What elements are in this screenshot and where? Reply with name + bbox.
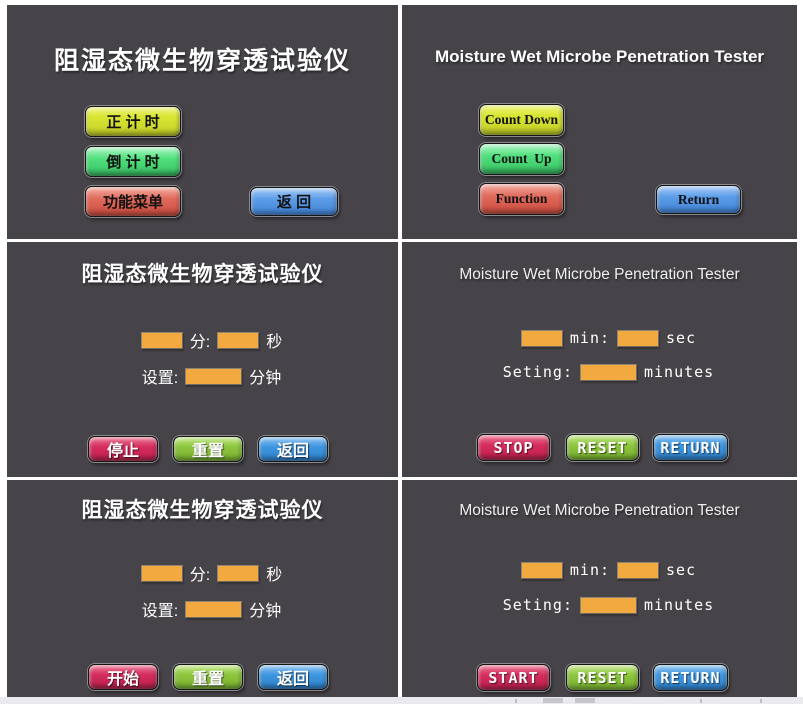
return-button[interactable]: RETURN xyxy=(653,664,728,691)
setting-input-field[interactable] xyxy=(580,596,637,614)
count-up-button-label: 正 计 时 xyxy=(106,114,160,131)
return-button[interactable]: 返 回 xyxy=(250,187,338,216)
count-down-button-label: Count Down xyxy=(484,112,559,127)
reset-button-label: RESET xyxy=(577,438,628,457)
return-button[interactable]: Return xyxy=(656,185,741,214)
return-button-label: 返回 xyxy=(276,443,309,460)
page-title: 阻湿态微生物穿透试验仪 xyxy=(53,47,351,75)
setting-unit-label: minutes xyxy=(644,596,715,614)
setting-input-field[interactable] xyxy=(185,367,243,385)
return-button-label: RETURN xyxy=(660,668,721,687)
minutes-label: min: xyxy=(569,329,611,347)
thumbnail-marker xyxy=(543,698,563,703)
setting-input-field[interactable] xyxy=(580,363,637,381)
start-button[interactable]: 开始 xyxy=(88,664,158,690)
reset-button[interactable]: 重置 xyxy=(173,436,243,462)
start-button[interactable]: START xyxy=(477,664,550,691)
stop-button-label: STOP xyxy=(493,438,534,457)
start-button-label: START xyxy=(488,668,539,687)
tick-marker xyxy=(700,699,702,703)
function-menu-button[interactable]: 功能菜单 xyxy=(85,186,181,217)
seconds-label: sec xyxy=(666,561,697,579)
stop-button[interactable]: 停止 xyxy=(88,436,158,462)
setting-unit-label: minutes xyxy=(644,363,715,381)
page-title: Moisture Wet Microbe Penetration Tester xyxy=(459,502,740,519)
function-menu-button-label: Function xyxy=(495,191,548,206)
start-button-label: 开始 xyxy=(106,671,139,688)
minutes-label: 分: xyxy=(189,567,211,584)
page-title: 阻湿态微生物穿透试验仪 xyxy=(81,499,324,522)
seconds-display-field[interactable] xyxy=(617,329,660,347)
return-button[interactable]: RETURN xyxy=(653,434,728,461)
count-up-button[interactable]: Count Up xyxy=(479,143,564,175)
minutes-display-field[interactable] xyxy=(520,561,563,579)
setting-unit-label: 分钟 xyxy=(249,370,282,387)
seconds-display-field[interactable] xyxy=(617,561,660,579)
function-menu-button[interactable]: Function xyxy=(479,183,564,215)
panel-timer-stop-cn: 阻湿态微生物穿透试验仪 分: 秒 设置: 分钟 停止 重置 返回 xyxy=(7,242,398,477)
setting-input-field[interactable] xyxy=(185,600,243,618)
minutes-label: 分: xyxy=(189,334,211,351)
reset-button-label: 重置 xyxy=(191,443,224,460)
count-up-button[interactable]: 正 计 时 xyxy=(85,106,181,137)
setting-label: 设置: xyxy=(141,370,179,387)
panel-timer-stop-en: Moisture Wet Microbe Penetration Tester … xyxy=(402,242,797,477)
tick-marker xyxy=(515,699,517,703)
return-button-label: 返回 xyxy=(276,671,309,688)
stop-button-label: 停止 xyxy=(106,443,139,460)
reset-button[interactable]: RESET xyxy=(566,434,639,461)
minutes-display-field[interactable] xyxy=(140,331,183,349)
count-down-button[interactable]: Count Down xyxy=(479,104,564,136)
minutes-display-field[interactable] xyxy=(520,329,563,347)
reset-button[interactable]: RESET xyxy=(566,664,639,691)
page-title: Moisture Wet Microbe Penetration Tester xyxy=(434,47,765,66)
panel-timer-start-en: Moisture Wet Microbe Penetration Tester … xyxy=(402,480,797,697)
function-menu-button-label: 功能菜单 xyxy=(102,194,163,211)
seconds-display-field[interactable] xyxy=(217,564,260,582)
minutes-display-field[interactable] xyxy=(140,564,183,582)
panel-timer-start-cn: 阻湿态微生物穿透试验仪 分: 秒 设置: 分钟 开始 重置 返回 xyxy=(7,480,398,697)
setting-label: 设置: xyxy=(141,603,179,620)
stop-button[interactable]: STOP xyxy=(477,434,550,461)
return-button[interactable]: 返回 xyxy=(258,664,328,690)
seconds-label: 秒 xyxy=(266,334,283,351)
reset-button-label: 重置 xyxy=(191,671,224,688)
setting-label: Seting: xyxy=(502,596,573,614)
return-button-label: Return xyxy=(677,191,720,207)
panel-menu-cn: 阻湿态微生物穿透试验仪 正 计 时 倒 计 时 功能菜单 返 回 xyxy=(7,5,398,239)
minutes-label: min: xyxy=(569,561,611,579)
page-title: 阻湿态微生物穿透试验仪 xyxy=(81,263,324,286)
return-button[interactable]: 返回 xyxy=(258,436,328,462)
return-button-label: RETURN xyxy=(660,438,721,457)
seconds-label: 秒 xyxy=(266,567,283,584)
count-down-button[interactable]: 倒 计 时 xyxy=(85,146,181,177)
thumbnail-marker xyxy=(575,698,595,703)
page-title: Moisture Wet Microbe Penetration Tester xyxy=(459,266,740,283)
panel-menu-en: Moisture Wet Microbe Penetration Tester … xyxy=(402,5,797,239)
seconds-label: sec xyxy=(666,329,697,347)
page-edge-strip xyxy=(0,697,803,704)
count-up-button-label: Count Up xyxy=(491,151,552,166)
seconds-display-field[interactable] xyxy=(217,331,260,349)
reset-button[interactable]: 重置 xyxy=(173,664,243,690)
count-down-button-label: 倒 计 时 xyxy=(106,154,160,171)
tick-marker xyxy=(760,699,762,703)
setting-unit-label: 分钟 xyxy=(249,603,282,620)
return-button-label: 返 回 xyxy=(276,194,312,211)
setting-label: Seting: xyxy=(502,363,573,381)
reset-button-label: RESET xyxy=(577,668,628,687)
